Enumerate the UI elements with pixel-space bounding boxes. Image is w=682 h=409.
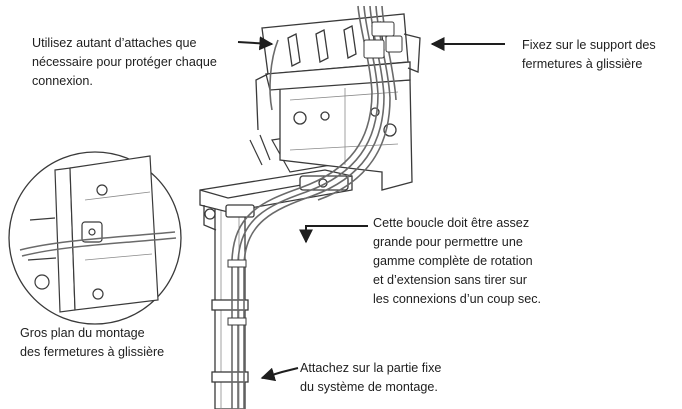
- cradle-frame: [255, 13, 421, 191]
- arrow-icon: [237, 36, 505, 382]
- callout-ties: Utilisez autant d’attaches que nécessair…: [32, 36, 217, 88]
- callout-zip-support: Fixez sur le support des fermetures à gl…: [522, 38, 656, 71]
- cable-bundle: [227, 5, 403, 409]
- callout-closeup: Gros plan du montage des fermetures à gl…: [20, 326, 165, 359]
- swivel-arm: [199, 169, 353, 231]
- callout-loop: Cette boucle doit être assez grande pour…: [373, 216, 542, 306]
- callout-fixed-part: Attachez sur la partie fixe du système d…: [300, 361, 442, 394]
- closeup-detail: [8, 151, 182, 325]
